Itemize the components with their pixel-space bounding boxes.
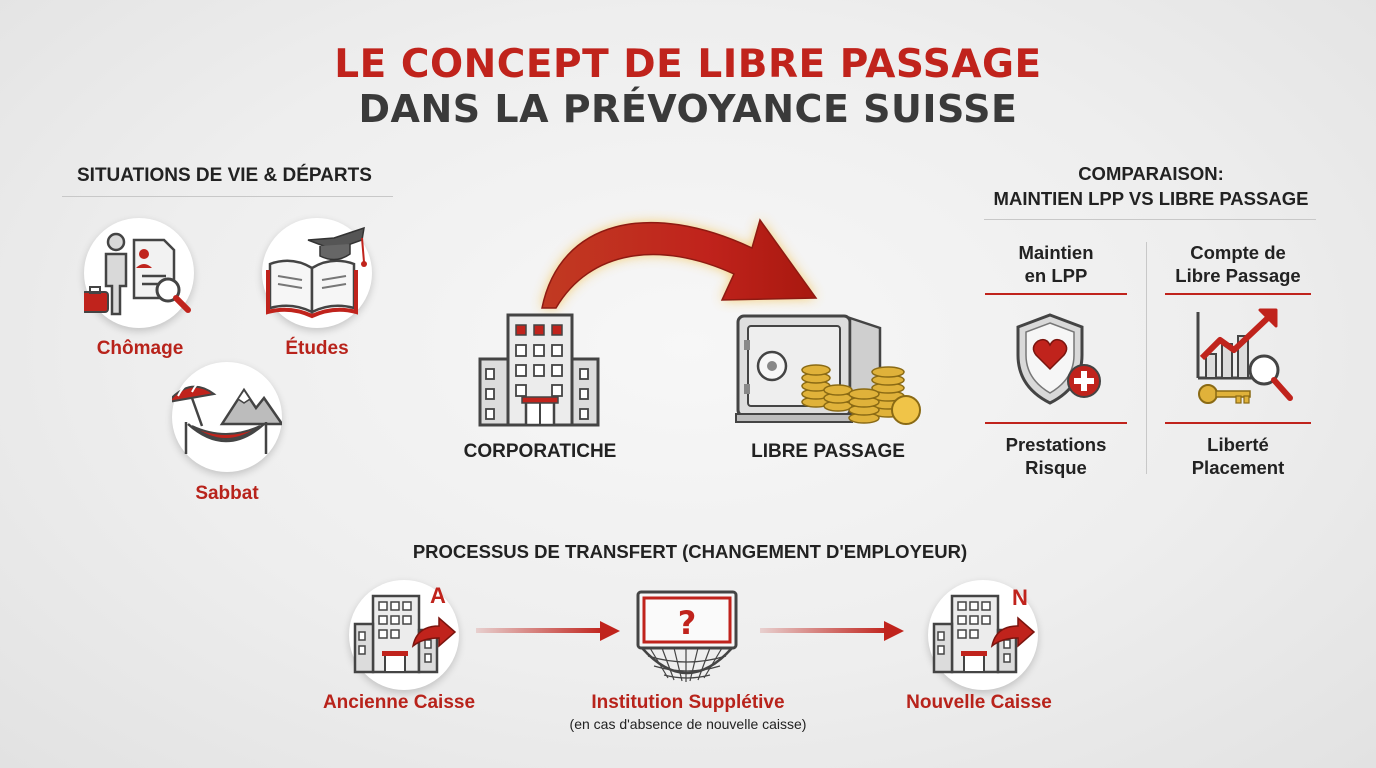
new-fund-building-icon bbox=[932, 594, 1036, 674]
graduation-book-icon bbox=[266, 226, 367, 319]
lpp-title-rule bbox=[985, 293, 1127, 295]
new-fund-icon-circle bbox=[928, 580, 1038, 690]
corporate-building-icon bbox=[478, 313, 600, 427]
libre-passage-footer-line1: Liberté bbox=[1207, 434, 1269, 455]
comparison-column-divider bbox=[1146, 242, 1147, 474]
growth-chart-key-icon bbox=[1196, 308, 1293, 404]
new-fund-badge: N bbox=[1012, 585, 1028, 610]
situations-heading: SITUATIONS DE VIE & DÉPARTS bbox=[77, 165, 372, 186]
page-title: LE CONCEPT DE LIBRE PASSAGE bbox=[334, 42, 1042, 87]
lpp-footer-line1: Prestations bbox=[1005, 434, 1107, 455]
lpp-footer-line2: Risque bbox=[1025, 457, 1087, 478]
lpp-title-line2: en LPP bbox=[1024, 265, 1088, 286]
safe-coins-icon bbox=[735, 314, 921, 425]
libre-passage-title-line1: Compte de bbox=[1190, 242, 1286, 263]
new-fund-label: Nouvelle Caisse bbox=[906, 692, 1052, 713]
unemployment-icon bbox=[84, 232, 191, 316]
process-arrow-2-icon bbox=[760, 621, 904, 641]
comparison-heading-line2: MAINTIEN LPP VS LIBRE PASSAGE bbox=[993, 188, 1309, 209]
situations-divider bbox=[62, 196, 393, 197]
process-heading: PROCESSUS DE TRANSFERT (CHANGEMENT D'EMP… bbox=[412, 541, 968, 562]
substitute-institution-note: (en cas d'absence de nouvelle caisse) bbox=[569, 716, 807, 732]
old-fund-label: Ancienne Caisse bbox=[322, 692, 476, 713]
situation-label-unemployment: Chômage bbox=[96, 338, 184, 359]
hammock-mountain-icon bbox=[172, 380, 282, 454]
old-fund-badge: A bbox=[430, 583, 446, 608]
lpp-footer-rule bbox=[985, 422, 1127, 424]
shield-heart-icon bbox=[1016, 313, 1101, 405]
flow-to-label: LIBRE PASSAGE bbox=[751, 441, 905, 462]
old-fund-building-icon bbox=[353, 594, 457, 674]
lpp-title-line1: Maintien bbox=[1018, 242, 1094, 263]
comparison-divider bbox=[984, 219, 1316, 220]
situation-label-sabbatical: Sabbat bbox=[195, 483, 259, 504]
page-subtitle: DANS LA PRÉVOYANCE SUISSE bbox=[358, 87, 1018, 131]
substitute-institution-icon: ? bbox=[636, 590, 738, 682]
studies-icon-circle bbox=[262, 218, 372, 328]
flow-from-label: CORPORATICHE bbox=[463, 441, 617, 462]
libre-passage-footer-rule bbox=[1165, 422, 1311, 424]
libre-passage-title-line2: Libre Passage bbox=[1175, 265, 1301, 286]
libre-passage-title-rule bbox=[1165, 293, 1311, 295]
svg-text:?: ? bbox=[678, 604, 697, 642]
sabbatical-icon-circle bbox=[172, 362, 282, 472]
comparison-heading-line1: COMPARAISON: bbox=[1078, 163, 1224, 184]
libre-passage-footer-line2: Placement bbox=[1191, 457, 1285, 478]
situation-label-studies: Études bbox=[285, 338, 349, 359]
old-fund-icon-circle bbox=[349, 580, 459, 690]
unemployment-icon-circle bbox=[84, 218, 194, 328]
transfer-arrow-icon bbox=[541, 218, 818, 309]
process-arrow-1-icon bbox=[476, 621, 620, 641]
substitute-institution-label: Institution Supplétive bbox=[591, 692, 785, 713]
